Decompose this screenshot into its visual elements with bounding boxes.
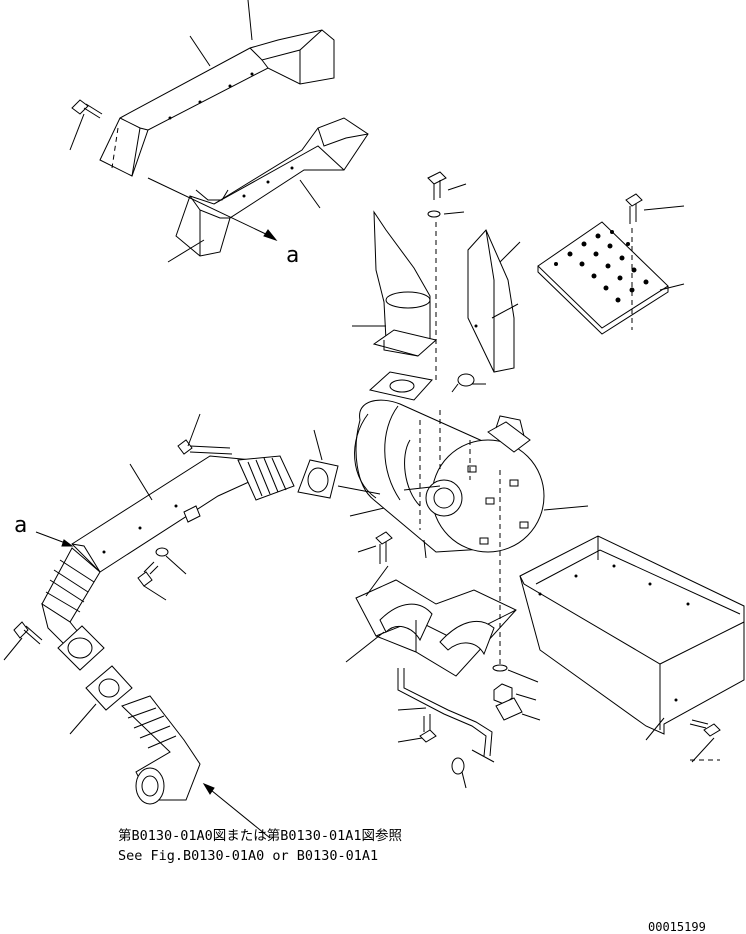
leader-line: [645, 717, 665, 741]
perforated-plate: [537, 221, 669, 335]
leader-line: [447, 183, 467, 191]
heat-shield: [467, 229, 515, 373]
leader-line: [337, 485, 381, 495]
bolt-mid-left: [137, 561, 159, 587]
leader-line: [129, 463, 153, 501]
leader-line: [143, 585, 167, 601]
leader-line: [299, 179, 321, 209]
clip-right: [495, 697, 523, 721]
leader-line: [397, 737, 423, 743]
hose-bellows-upper: [237, 455, 295, 501]
bolt-cover: [689, 719, 721, 737]
leader-line: [643, 205, 685, 211]
leader-line: [349, 507, 385, 517]
gasket-stack: [368, 371, 433, 401]
leader-line: [3, 637, 23, 661]
muffler: [354, 399, 545, 553]
drain-pipe: [397, 668, 493, 757]
washer-right: [492, 664, 508, 672]
washer-mid-left: [155, 547, 169, 557]
drawing-number: 00015199: [648, 920, 706, 934]
leader-line: [461, 771, 467, 789]
leader-line: [471, 749, 495, 763]
bolt-upper-left: [71, 99, 103, 119]
leader-line: [313, 429, 323, 461]
leader-line: [543, 505, 589, 511]
mounting-bracket: [355, 579, 517, 677]
leader-line: [165, 555, 187, 575]
leader-line: [443, 211, 465, 215]
leader-line: [365, 565, 389, 597]
leader-line: [167, 239, 205, 263]
clamp-nut: [451, 757, 465, 775]
reference-text-english: See Fig.B0130-01A0 or B0130-01A1: [118, 848, 378, 864]
leader-line: [247, 0, 253, 41]
leader-line: [507, 669, 539, 683]
plate-holes: [554, 230, 649, 303]
callout-a-lower: a: [14, 513, 74, 547]
leader-line: [69, 703, 97, 735]
exhaust-stack: [372, 210, 438, 357]
leader-line: [345, 631, 385, 663]
leader-line: [189, 35, 211, 67]
leader-line: [691, 737, 715, 763]
bolt-lower-center: [419, 714, 437, 743]
bolt-far-left: [13, 621, 43, 645]
leader-line: [403, 485, 441, 491]
callout-a-lower-label: a: [14, 513, 27, 538]
nut-right: [493, 683, 513, 705]
muffler-cover: [519, 535, 745, 735]
bolt-plate: [625, 193, 643, 330]
leader-line: [491, 303, 519, 319]
gasket-hose: [85, 665, 133, 711]
reference-text-japanese: 第B0130-01A0図または第B0130-01A1図参照: [118, 827, 402, 844]
leader-line: [521, 713, 541, 721]
leader-line: [69, 113, 85, 151]
lower-hose: [121, 695, 201, 805]
gasket-muffler: [297, 459, 339, 499]
leader-line: [187, 413, 201, 447]
intake-duct-lower: [175, 117, 369, 257]
bolt-small-center: [451, 373, 475, 393]
leader-line: [423, 539, 427, 559]
intake-duct-upper-cover: [99, 29, 335, 177]
clamp-bracket: [183, 505, 201, 523]
leader-line: [397, 707, 427, 711]
bolt-bracket: [375, 531, 393, 564]
leader-line: [499, 241, 521, 263]
bolt-top-center: [427, 171, 447, 380]
leader-line: [515, 693, 537, 701]
hose-flange: [57, 625, 105, 671]
leader-line: [659, 283, 685, 291]
callout-a-upper: a: [147, 177, 299, 268]
leader-line: [357, 545, 377, 553]
bolt-intake-upper: [177, 439, 233, 455]
callout-a-upper-label: a: [286, 243, 299, 268]
reference-arrow: [202, 782, 271, 839]
